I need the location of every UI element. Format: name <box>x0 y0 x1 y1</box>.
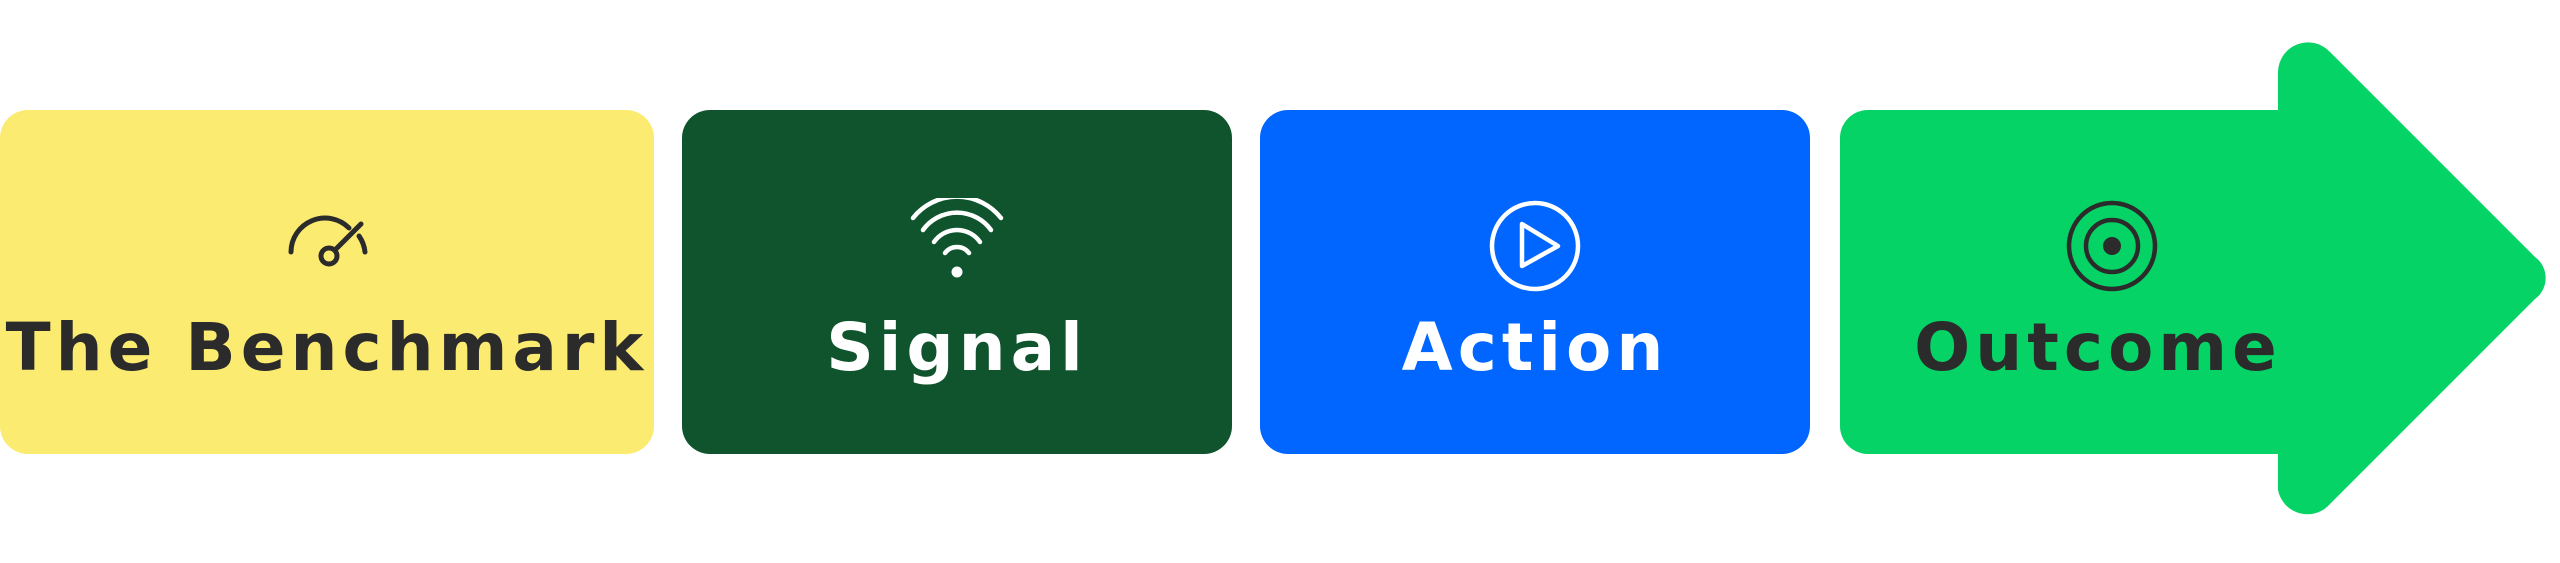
step-action-label: Action <box>1401 309 1669 386</box>
play-circle-icon <box>1489 200 1581 292</box>
step-outcome-label: Outcome <box>1914 309 2282 386</box>
gauge-icon <box>288 215 368 267</box>
step-benchmark-card: The Benchmark <box>0 110 654 454</box>
step-signal-card: Signal <box>682 110 1232 454</box>
step-signal-label: Signal <box>826 309 1088 386</box>
wifi-signal-icon <box>910 198 1004 278</box>
step-action-card: Action <box>1260 110 1810 454</box>
target-icon <box>2066 200 2158 292</box>
step-outcome-content: Outcome <box>1840 110 2380 454</box>
step-benchmark-label: The Benchmark <box>5 309 649 386</box>
